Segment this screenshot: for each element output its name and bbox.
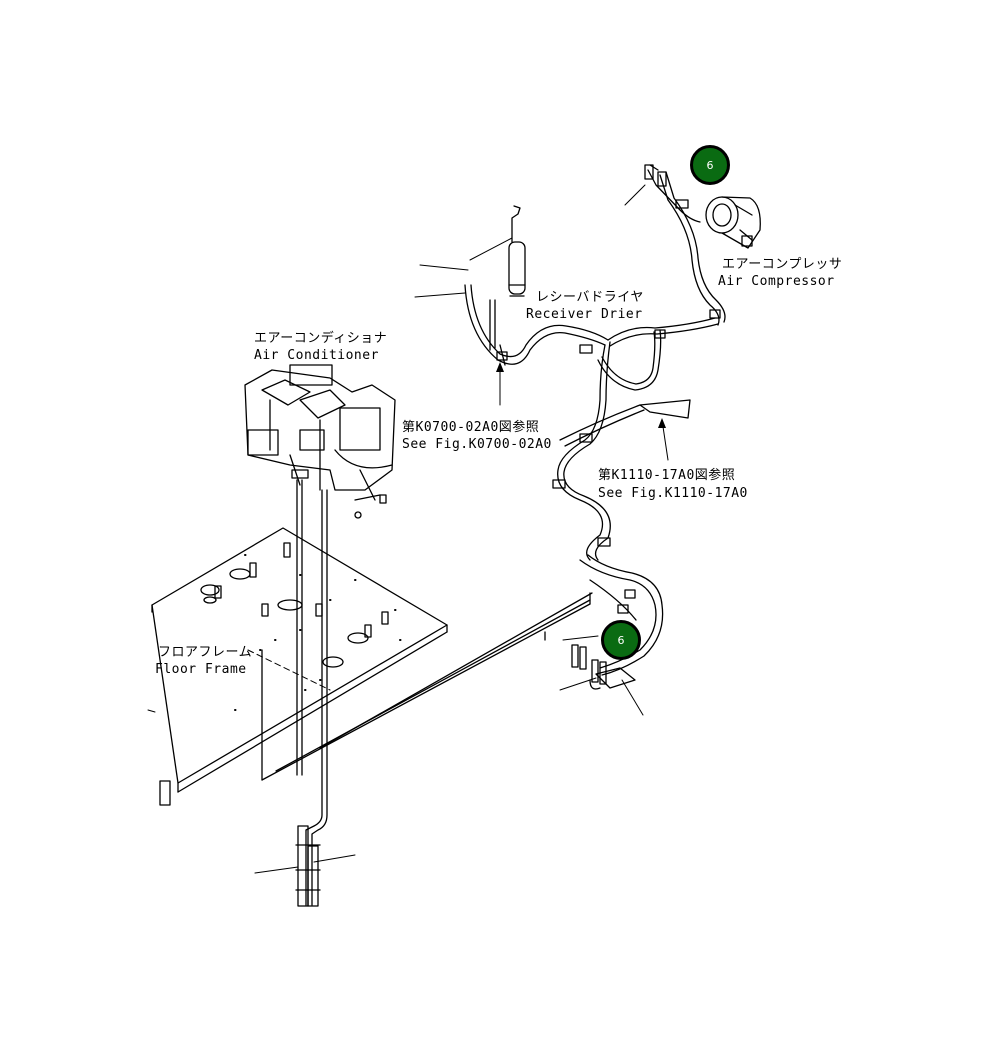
ref-k1110-label-jp: 第K1110-17A0図参照 [598,468,736,483]
floor-frame-label-jp: フロアフレーム [158,645,253,660]
air-conditioner-unit [244,364,396,519]
lower-hose-set [571,554,664,690]
dashed-guides [247,649,331,731]
air-conditioner-label-en: Air Conditioner [254,348,379,363]
ref-k0700-label-en: See Fig.K0700-02A0 [402,437,552,452]
callout-6-top[interactable]: 6 [690,145,730,185]
callout-6-bottom[interactable]: 6 [601,620,641,660]
air-compressor-label-jp: エアーコンプレッサ [722,257,843,272]
ref-k1110-label-en: See Fig.K1110-17A0 [598,486,748,501]
drier-hoses [464,284,719,561]
receiver-drier-label-en: Receiver Drier [526,307,643,322]
floor-frame-plate [151,527,448,806]
ac-down-hoses [295,479,328,907]
leader-lines [147,184,669,874]
floor-frame-label-en: Floor Frame [155,662,247,677]
air-conditioner-label-jp: エアーコンディショナ [254,331,388,346]
compressor-hoses [644,164,726,326]
air-compressor-label-en: Air Compressor [718,274,835,289]
arrowheads[interactable] [496,362,666,428]
air-compressor [705,196,761,249]
receiver-drier [508,205,526,297]
ref-k0700-label-jp: 第K0700-02A0図参照 [402,420,540,435]
receiver-drier-label-jp: レシーバドライヤ [536,290,644,305]
floor-frame-dots [234,554,402,711]
